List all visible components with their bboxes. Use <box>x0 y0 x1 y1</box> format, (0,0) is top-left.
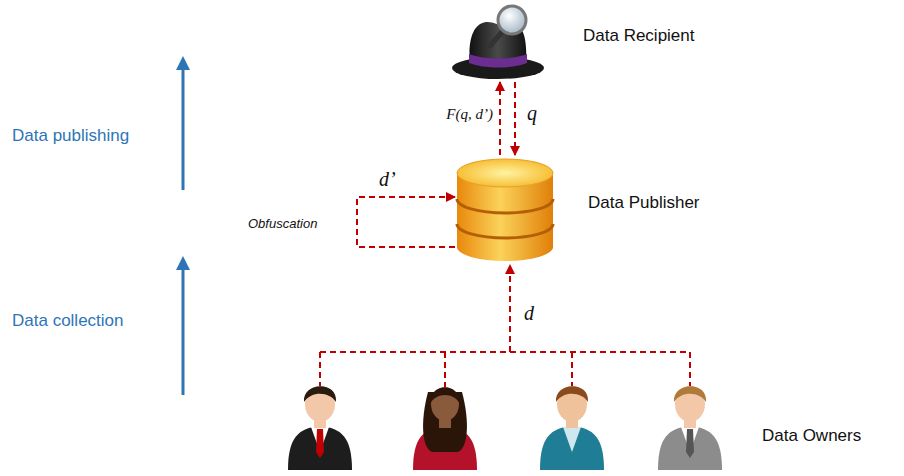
stage-label: Data collection <box>12 311 124 331</box>
drawing-part <box>320 351 690 353</box>
data-flow-arrow <box>514 82 516 155</box>
drawing-part <box>457 224 553 238</box>
node-label: Data Publisher <box>588 193 700 213</box>
drawing-part <box>288 426 352 470</box>
drawing-part <box>444 352 446 392</box>
drawing-part <box>316 429 324 458</box>
drawing-part <box>457 199 553 213</box>
stage-arrowhead <box>176 256 190 270</box>
person-figure <box>288 386 352 470</box>
drawing-part <box>674 386 706 402</box>
person-figure <box>540 386 604 470</box>
node-label: Data Owners <box>762 426 861 446</box>
stage-arrow <box>182 62 185 190</box>
drawing-part <box>469 54 527 68</box>
drawing-part <box>457 159 553 187</box>
process-label: Obfuscation <box>248 216 317 231</box>
edge-label: q <box>526 102 538 125</box>
data-flow-arrow <box>509 265 511 352</box>
publisher-node: Data Publisher <box>455 155 706 265</box>
person-figure <box>413 387 477 470</box>
owners-node: Data Owners <box>270 352 867 472</box>
drawing-part <box>430 388 460 405</box>
drawing-part <box>556 386 588 402</box>
stage-arrowhead <box>176 56 190 70</box>
owner-bus <box>320 352 690 392</box>
edge-label: d <box>523 302 535 325</box>
data-flow-arrow <box>357 197 455 247</box>
edge-label: F(q, d’) <box>445 106 494 123</box>
database-icon <box>455 155 555 265</box>
person-figure <box>658 386 722 470</box>
recipient-node: Data Recipient <box>450 2 701 82</box>
drawing-part <box>498 6 526 34</box>
stage-label: Data publishing <box>12 126 129 146</box>
drawing-part <box>490 32 502 46</box>
drawing-part <box>658 426 722 470</box>
node-label: Data Recipient <box>583 26 695 46</box>
edge-label: d’ <box>378 168 397 191</box>
people-icons <box>270 352 730 472</box>
drawing-part <box>686 429 694 458</box>
drawing-part <box>304 386 336 402</box>
drawing-part <box>563 427 581 452</box>
drawing-part <box>540 426 604 470</box>
data-flow-arrow <box>499 82 501 155</box>
stage-arrow <box>182 262 185 395</box>
detective-hat-icon <box>450 2 550 82</box>
